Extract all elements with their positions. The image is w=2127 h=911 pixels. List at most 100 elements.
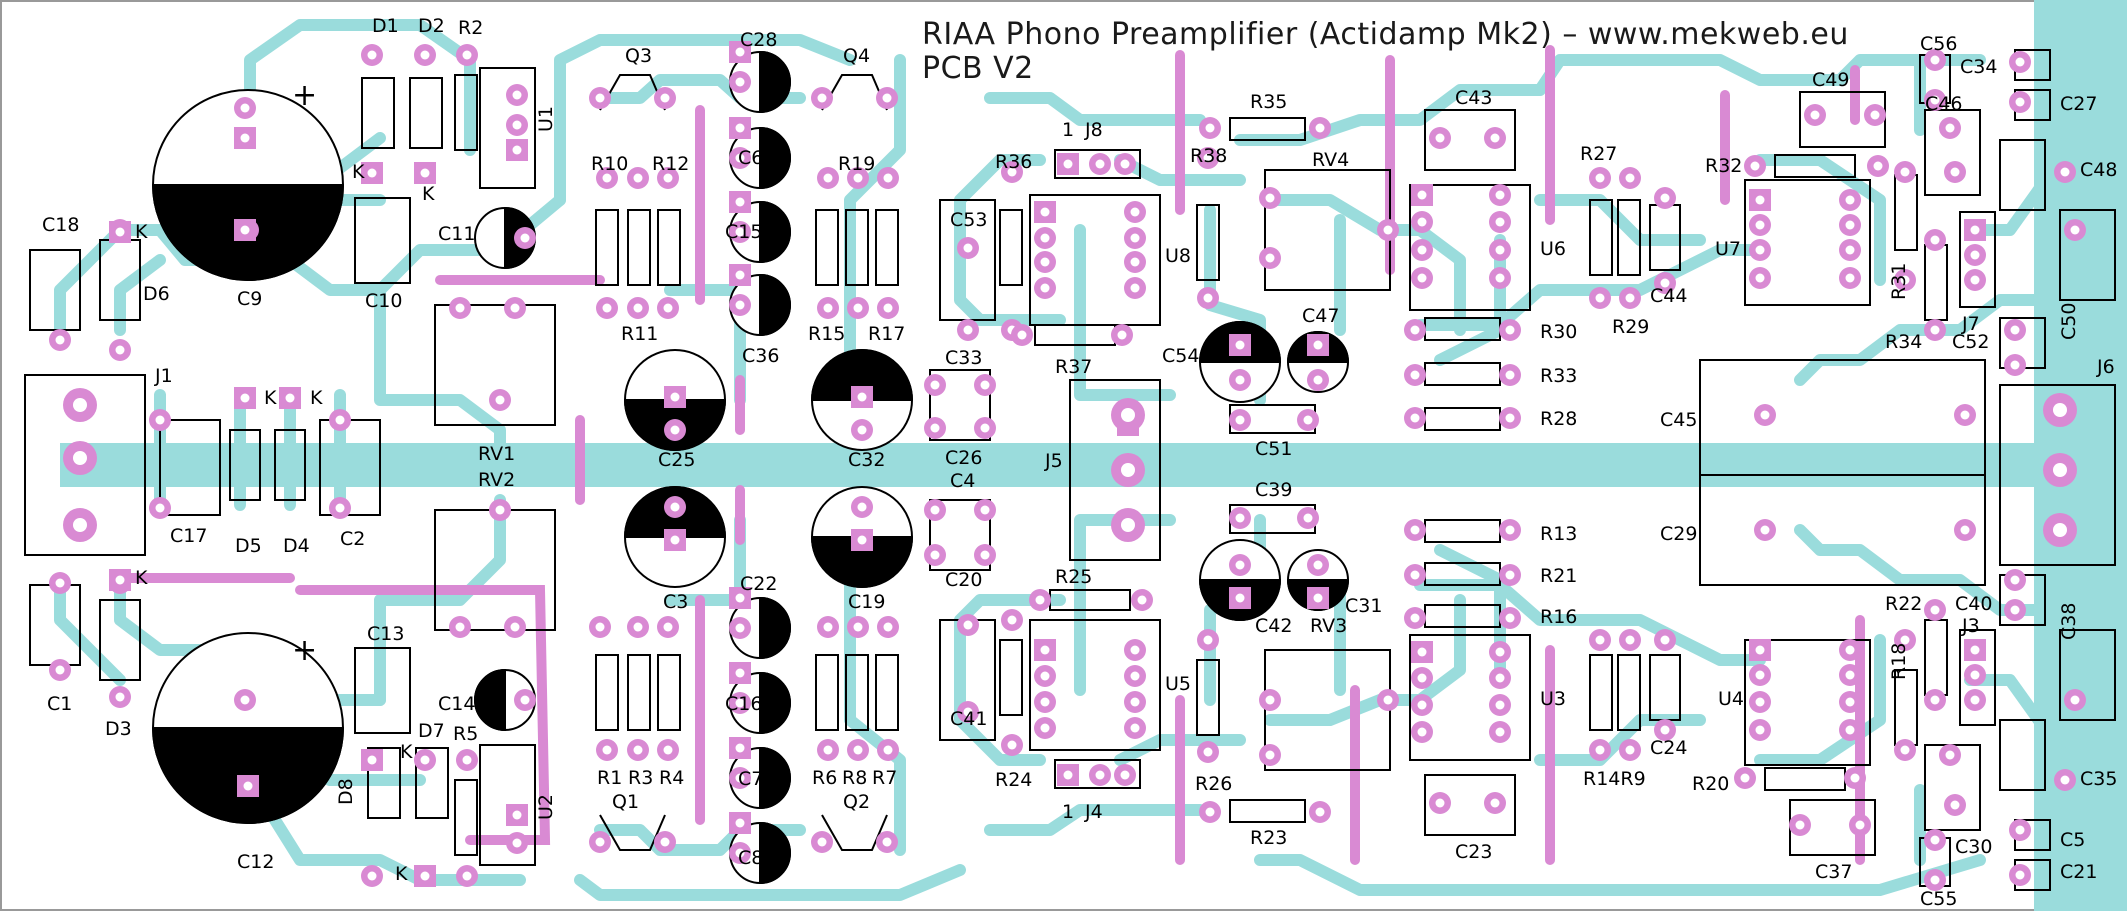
label-r20: R20 (1692, 773, 1729, 795)
component-labels: RIAA Phono Preamplifier (Actidamp Mk2) –… (42, 15, 2117, 910)
label-c23: C23 (1455, 841, 1492, 863)
pad-hole (980, 505, 990, 515)
pad-hole (335, 503, 345, 513)
label-c2: C2 (340, 528, 365, 550)
pad-hole (155, 503, 165, 513)
pad-hole (1017, 330, 1027, 340)
pad-hole (2060, 167, 2070, 177)
pad-hole (735, 300, 745, 310)
label-j4-pin1: 1 (1062, 801, 1074, 823)
pad-hole (1117, 330, 1127, 340)
label-r23: R23 (1250, 827, 1287, 849)
pad-hole (735, 773, 745, 783)
pad-hole (663, 745, 673, 755)
label-d8: D8 (335, 778, 357, 805)
pad-hole (1203, 635, 1213, 645)
label-c46: C46 (1925, 93, 1962, 115)
pad-hole (1900, 275, 1910, 285)
pad-hole (1203, 747, 1213, 757)
label-c53: C53 (950, 209, 987, 231)
pad-hole (1900, 745, 1910, 755)
pad-hole (1660, 635, 1670, 645)
pad-hole (1303, 513, 1313, 523)
pad-hole (817, 93, 827, 103)
pad-hole (462, 50, 472, 60)
label-r6: R6 (812, 767, 837, 789)
label-r35: R35 (1250, 91, 1287, 113)
pad-hole (367, 168, 377, 178)
pad-hole (1007, 615, 1017, 625)
label-u7: U7 (1715, 238, 1741, 260)
pad-hole (1755, 220, 1765, 230)
label-c5: C5 (2060, 829, 2085, 851)
pad-hole (512, 810, 522, 820)
label-c56: C56 (1920, 33, 1957, 55)
label-c17: C17 (170, 525, 207, 547)
pad-hole (1495, 647, 1505, 657)
label-j8-pin1: 1 (1062, 119, 1074, 141)
pad-hole (1845, 220, 1855, 230)
label-r22: R22 (1885, 593, 1922, 615)
connector-j5-outline (1069, 379, 1161, 561)
pad-hole (2015, 825, 2025, 835)
pad-hole (1855, 820, 1865, 830)
pad-hole (882, 93, 892, 103)
label-c38: C38 (2058, 603, 2080, 640)
pad-hole (73, 398, 87, 412)
pad-hole (1095, 159, 1105, 169)
pad-hole (455, 303, 465, 313)
pad-hole (857, 502, 867, 512)
label-j5: J5 (1044, 450, 1063, 472)
pad-hole (73, 451, 87, 465)
label-d1: D1 (372, 15, 399, 37)
pad-hole (660, 837, 670, 847)
pad-hole (1495, 217, 1505, 227)
label-c54: C54 (1162, 345, 1199, 367)
pad-hole (240, 103, 250, 113)
pad-hole (930, 423, 940, 433)
label-r15: R15 (808, 323, 845, 345)
pad-hole (512, 145, 522, 155)
pad-hole (1505, 413, 1515, 423)
pad-hole (55, 665, 65, 675)
label-c43: C43 (1455, 87, 1492, 109)
label-r17: R17 (868, 323, 905, 345)
board-title: RIAA Phono Preamplifier (Actidamp Mk2) –… (922, 17, 1849, 52)
mark-k-d1: K (352, 161, 365, 183)
pad-hole (1040, 671, 1050, 681)
pad-hole (115, 575, 125, 585)
label-r34: R34 (1885, 331, 1922, 353)
label-c18: C18 (42, 214, 79, 236)
label-c7: C7 (738, 768, 763, 790)
pad-hole (1505, 370, 1515, 380)
pad-hole (1007, 167, 1017, 177)
pad-hole (633, 173, 643, 183)
pad-hole (823, 173, 833, 183)
pad-hole (1063, 159, 1073, 169)
pad-hole (1205, 807, 1215, 817)
pad-hole (1960, 410, 1970, 420)
pad-hole (420, 50, 430, 60)
mark-k-d6: K (135, 221, 148, 243)
pad-hole (462, 871, 472, 881)
pad-hole (602, 303, 612, 313)
pad-hole (420, 168, 430, 178)
label-r27: R27 (1580, 143, 1617, 165)
pad-hole (1121, 518, 1135, 532)
pad-hole (520, 695, 530, 705)
label-c9: C9 (237, 288, 262, 310)
label-u8: U8 (1165, 245, 1191, 267)
pad-hole (735, 623, 745, 633)
pad-hole (1203, 153, 1213, 163)
pad-hole (1205, 123, 1215, 133)
pad-hole (735, 818, 745, 828)
pad-hole (963, 620, 973, 630)
pad-hole (853, 745, 863, 755)
pad-hole (1315, 807, 1325, 817)
pad-hole (735, 47, 745, 57)
pad-hole (883, 745, 893, 755)
label-d7: D7 (418, 720, 445, 742)
pad-hole (1040, 257, 1050, 267)
pad-hole (602, 173, 612, 183)
